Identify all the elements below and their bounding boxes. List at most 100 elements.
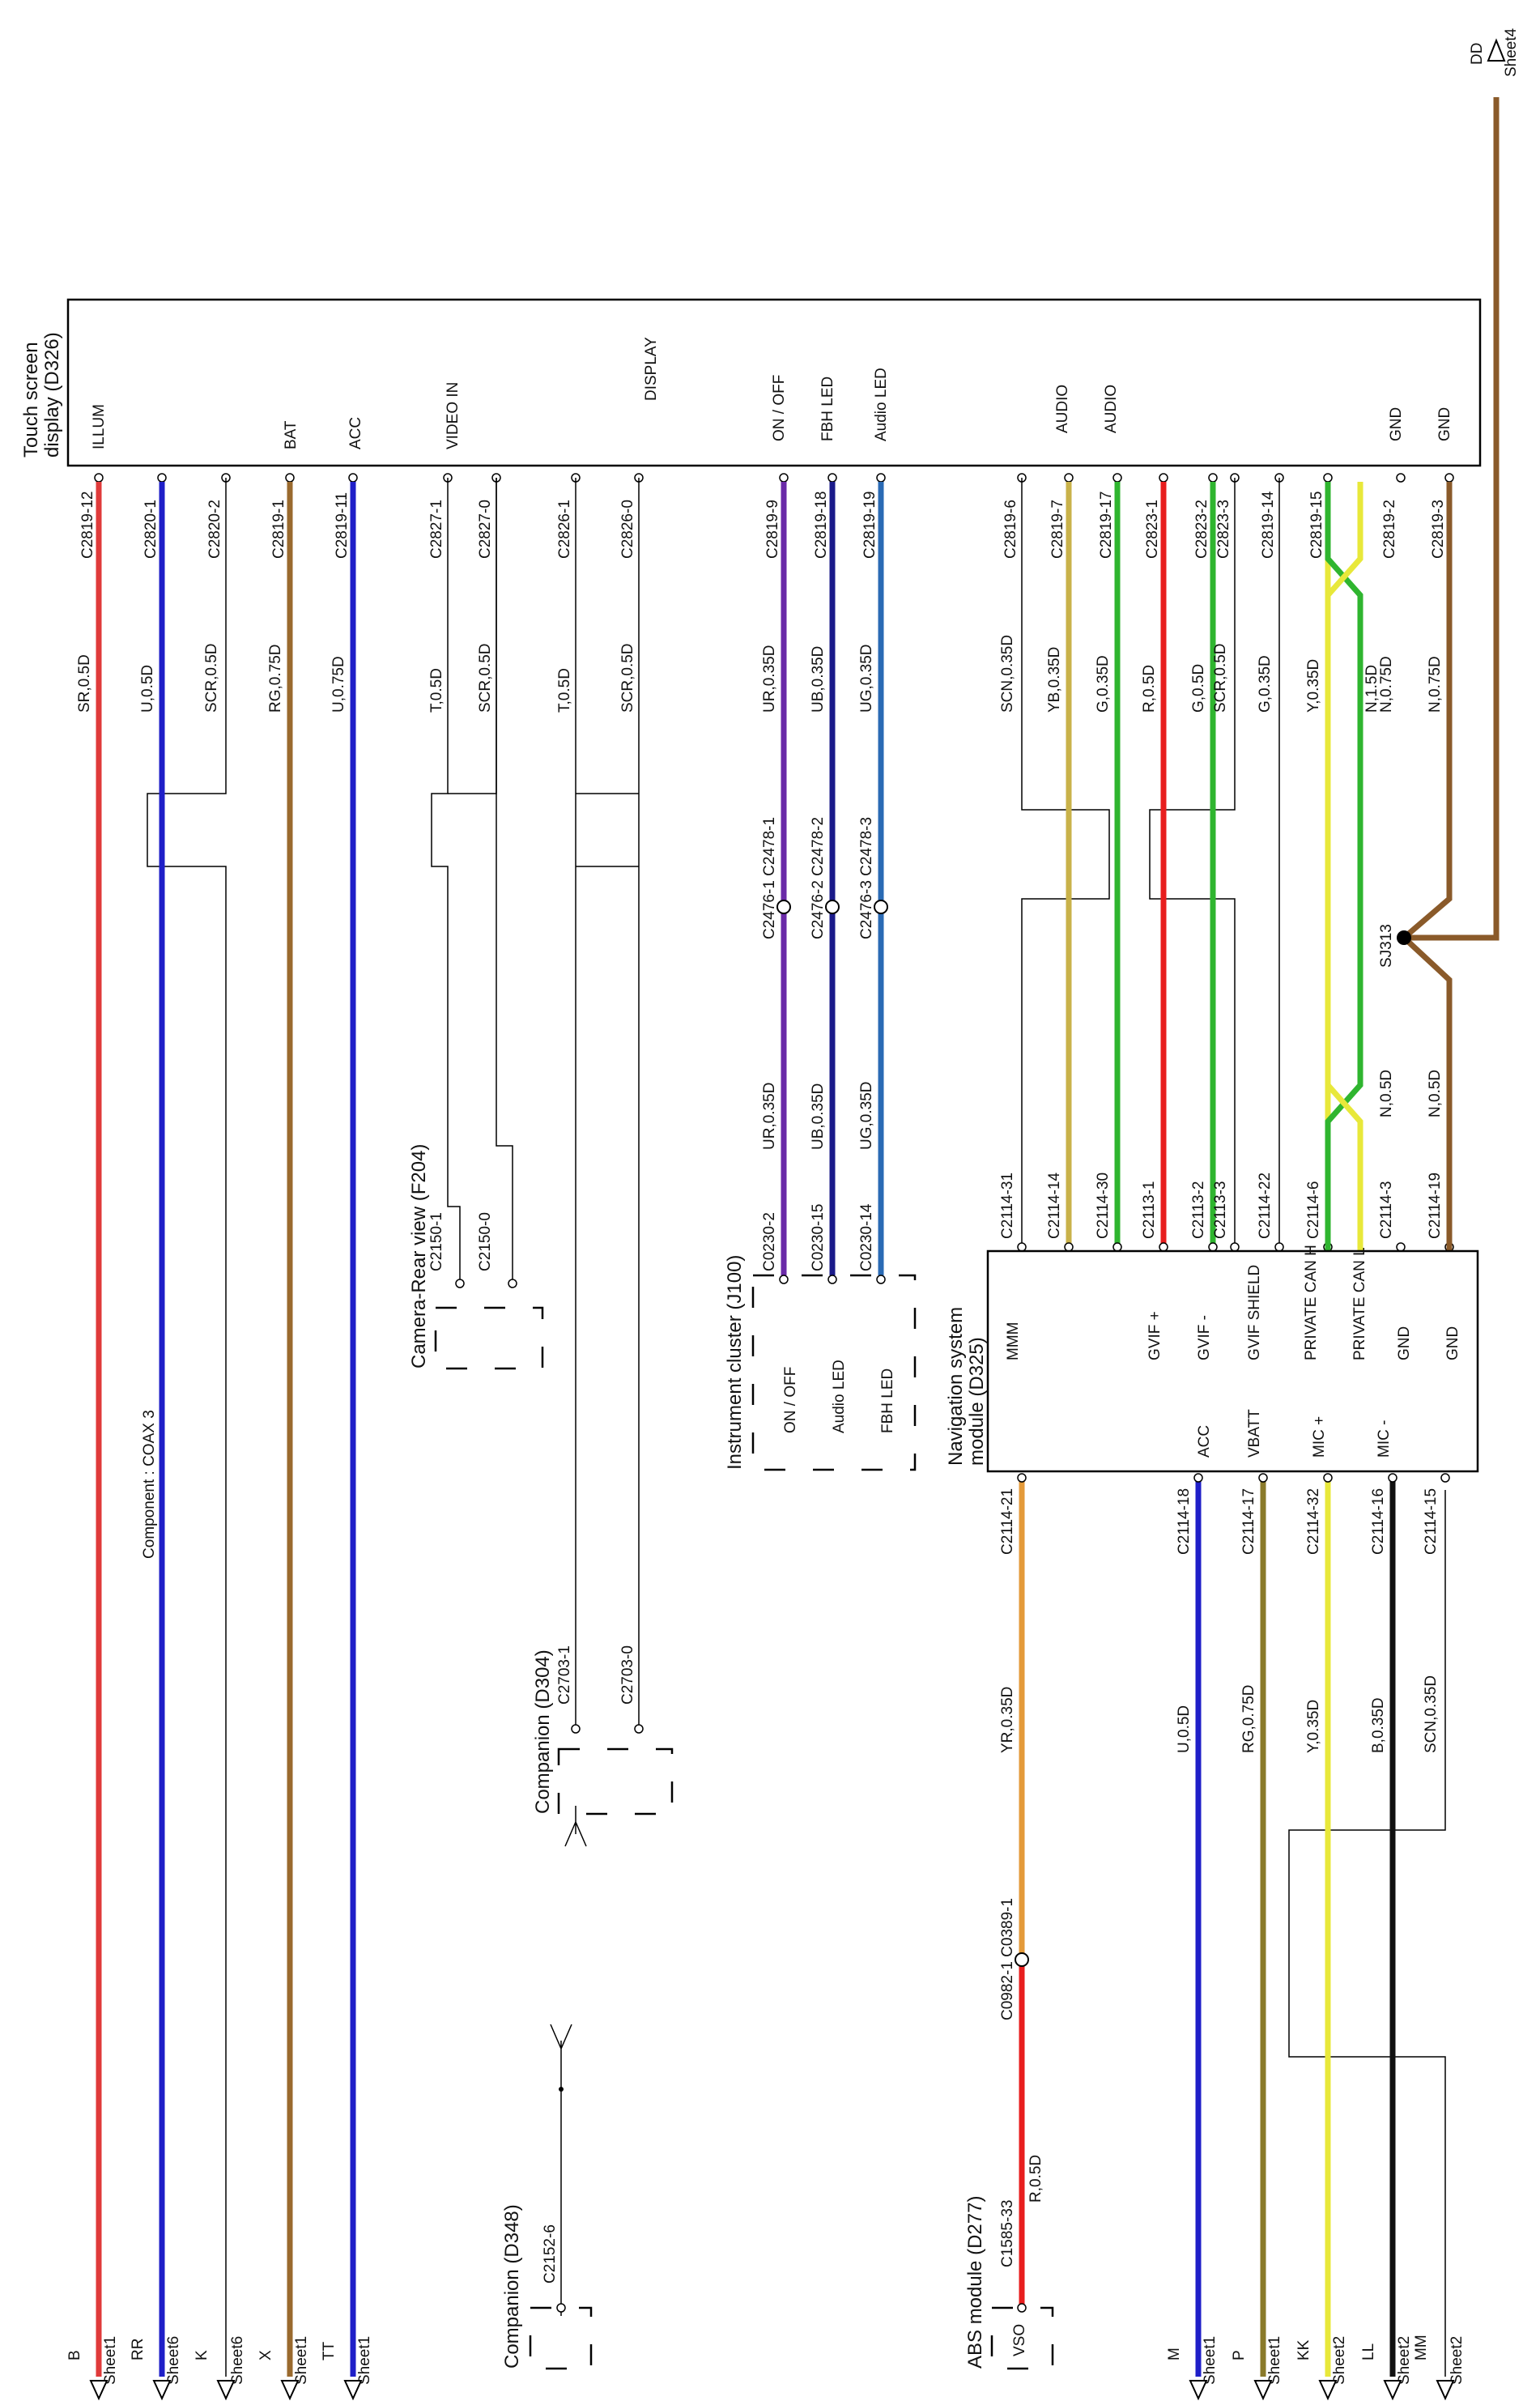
dd-net-label: DD [1469, 43, 1486, 65]
ts-pin-C2819-11: C2819-11 [334, 492, 351, 559]
ts-pin-C2826-1: C2826-1 [556, 500, 573, 559]
can-twist-yellow [1325, 482, 1363, 1251]
camera-outline [434, 1306, 544, 1370]
ts-pin-C2819-19: C2819-19 [861, 492, 878, 559]
nav-fn-top-5: PRIVATE CAN L [1351, 1247, 1368, 1360]
cluster-terminal-2 [876, 1275, 886, 1284]
nav-fn-top-1: GVIF + [1146, 1311, 1164, 1360]
camera-rear-view: Camera-Rear view (F204) [408, 1144, 544, 1370]
abs-wire-label: R,0.5D [1027, 2155, 1044, 2203]
nav-shield-path-2 [1149, 478, 1236, 1251]
camera-pin-0: C2150-0 [477, 1212, 494, 1271]
ts-pin-C2819-6: C2819-6 [1002, 500, 1019, 559]
nav-terminal-C2113-3 [1230, 1242, 1240, 1252]
offpage-arrow-MM [1436, 2380, 1455, 2401]
ts-pin-C2819-1: C2819-1 [270, 500, 287, 559]
nav-fn-top-7: GND [1444, 1326, 1461, 1360]
display-wire-scr: SCR,0.5D [619, 643, 636, 713]
cluster-inline-0: C2476-1 C2478-1 [761, 817, 778, 939]
nav-wire-upper-1: YB,0.35D [1046, 647, 1063, 713]
cluster-wire-lower-0: UR,0.35D [761, 1083, 778, 1150]
bottom-terminal-C2114-17 [1258, 1473, 1268, 1483]
companion-d304-terminal-1 [571, 1724, 581, 1734]
fn-video-in: VIDEO IN [445, 382, 462, 449]
nav-terminal-C2113-1 [1159, 1242, 1168, 1252]
nav-wire-lower-8: N,0.5D [1378, 1070, 1395, 1117]
companion-d304-title: Companion (D304) [532, 1649, 554, 1814]
cluster-inline-connector-0 [776, 900, 791, 914]
wire-label-U,0.5D: U,0.5D [139, 665, 156, 713]
ts-pin-terminal-C2819-11 [348, 473, 358, 483]
fn-display: DISPLAY [643, 337, 660, 401]
nav-pin-C2114-19: C2114-19 [1427, 1173, 1444, 1239]
touch-screen-title: Touch screen [20, 342, 42, 458]
net-RR: RR [130, 2339, 147, 2360]
companion-d348: Companion (D348) [501, 2024, 593, 2370]
abs-outline [990, 2306, 1054, 2370]
bottom-pin-C2114-15: C2114-15 [1423, 1488, 1440, 1555]
bottom-terminal-C2114-21 [1017, 1473, 1027, 1483]
nav-pin-C2114-14: C2114-14 [1046, 1173, 1063, 1239]
nav-wire-upper-5: SCR,0.5D [1212, 643, 1229, 713]
ts-pin-terminal-C2819-9 [779, 473, 789, 483]
nav-wire-upper-3: R,0.5D [1141, 665, 1158, 713]
net-LL: LL [1360, 2343, 1377, 2360]
cluster-inline-2: C2476-3 C2478-3 [858, 817, 875, 939]
wire-label-U,0.75D: U,0.75D [330, 656, 347, 713]
dd-sheet-label: Sheet4 [1503, 28, 1520, 77]
video-shield-path-1 [431, 478, 461, 1279]
camera-terminal-1 [455, 1279, 465, 1288]
abs-module: ABS module (D277) VSO [964, 2196, 1054, 2370]
abs-title: ABS module (D277) [964, 2196, 986, 2369]
nav-fn-top-2: GVIF - [1196, 1315, 1213, 1360]
cluster-wire-upper-2: UG,0.35D [858, 645, 875, 713]
cluster-title: Instrument cluster (J100) [724, 1255, 746, 1470]
instrument-cluster: Instrument cluster (J100) [724, 1255, 917, 1471]
fn-acc: ACC [347, 417, 364, 449]
video-shield-path-3 [496, 478, 513, 1279]
ts-pin-C2819-2: C2819-2 [1381, 500, 1398, 559]
cluster-terminal-1 [827, 1275, 837, 1284]
shield-routing [147, 478, 1446, 2377]
cluster-fn-1: Audio LED [831, 1360, 848, 1433]
companion-d348-node [559, 2087, 564, 2092]
ts-pin-C2819-3: C2819-3 [1430, 500, 1447, 559]
companion-d304-terminal-0 [634, 1724, 644, 1734]
ts-pin-C2819-18: C2819-18 [813, 492, 830, 559]
offpage-arrow-KK [1318, 2380, 1338, 2401]
touch-screen-display-box [66, 298, 1482, 467]
nav-wire-lower-9: N,0.5D [1427, 1070, 1444, 1117]
sheet-MM: Sheet2 [1449, 2336, 1466, 2385]
bottom-terminal-C2114-16 [1388, 1473, 1397, 1483]
splice-branch-1 [1402, 482, 1453, 940]
ts-pin-C2820-1: C2820-1 [143, 500, 160, 559]
wire-label-SCR,0.5D: SCR,0.5D [203, 643, 220, 713]
sheet-K: Sheet6 [229, 2336, 246, 2385]
sheet-TT: Sheet1 [356, 2336, 373, 2385]
nav-pin-C2114-3: C2114-3 [1378, 1181, 1395, 1239]
offpage-arrow-P [1253, 2380, 1273, 2401]
ts-pin-terminal-C2823-1 [1159, 473, 1168, 483]
ts-pin-terminal-C2819-19 [876, 473, 886, 483]
companion-d348-outline [529, 2306, 593, 2370]
ts-pin-C2819-17: C2819-17 [1098, 492, 1115, 559]
abs-fn: VSO [1011, 2324, 1028, 2356]
fn-audio-1: AUDIO [1054, 385, 1071, 433]
bottom-terminal-C2114-18 [1193, 1473, 1203, 1483]
fn-audio-2: AUDIO [1103, 385, 1120, 433]
bottom-wire-label-0: YR,0.35D [999, 1687, 1016, 1753]
cluster-wire-upper-0: UR,0.35D [761, 645, 778, 713]
nav-fn-bottom-2: MIC + [1311, 1416, 1328, 1458]
bottom-terminal-C2114-32 [1323, 1473, 1333, 1483]
nav-fn-top-0: MMM [1005, 1322, 1022, 1360]
nav-wire-upper-10: N,1.5D [1363, 665, 1380, 713]
companion-d304: Companion (D304) [532, 1649, 674, 1847]
nav-terminal-C2114-22 [1274, 1242, 1284, 1252]
nav-pin-C2114-22: C2114-22 [1257, 1173, 1274, 1239]
bottom-pin-C2114-16: C2114-16 [1370, 1488, 1387, 1555]
nav-wire-upper-6: G,0.35D [1257, 655, 1274, 713]
ts-pin-terminal-C2819-17 [1112, 473, 1122, 483]
